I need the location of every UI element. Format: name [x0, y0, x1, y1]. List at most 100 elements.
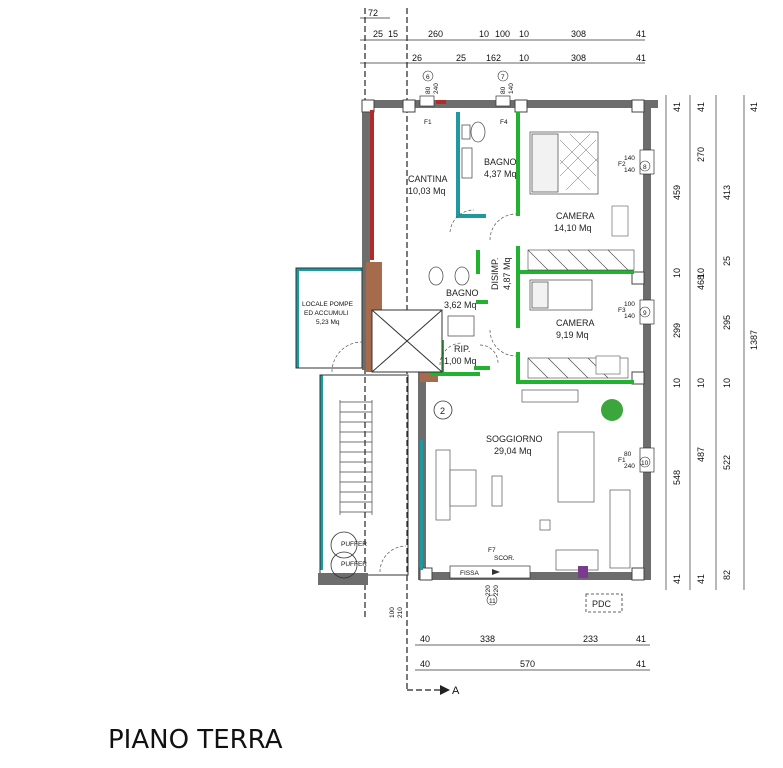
room-area-bagno2: 3,62 Mq: [444, 300, 477, 310]
room-name-camera2: CAMERA: [556, 318, 595, 328]
svg-text:10: 10: [672, 378, 682, 388]
room-name-camera1: CAMERA: [556, 211, 595, 221]
room-area-bagno1: 4,37 Mq: [484, 169, 517, 179]
bottom-dimension-lines: [415, 644, 650, 671]
fixed-panel-label: FISSA: [460, 570, 479, 577]
room-name-soggiorno: SOGGIORNO: [486, 434, 543, 444]
room-area-rip: 1,00 Mq: [444, 356, 477, 366]
room-name-bagno2: BAGNO: [446, 288, 479, 298]
wall-corners: [361, 99, 645, 581]
dim-bottom-r2-41: 41: [636, 659, 646, 669]
desks: [595, 205, 629, 375]
room-name-rip: RIP.: [454, 344, 470, 354]
kitchen-appliance: [578, 566, 588, 578]
wardrobe-1: [527, 249, 635, 271]
svg-text:295: 295: [722, 315, 732, 330]
window-f3-h: 140: [624, 313, 635, 320]
dim-top-r1-25: 25: [373, 29, 383, 39]
right-dims-col1: 41 459 10 299 10 548 41: [672, 102, 682, 584]
puffer-label-1: PUFFER: [341, 541, 367, 548]
svg-text:468: 468: [696, 275, 706, 290]
window-f4-size: 80 140: [500, 83, 515, 94]
dim-top-r1-260: 260: [428, 29, 443, 39]
svg-text:413: 413: [722, 185, 732, 200]
svg-text:240: 240: [433, 83, 440, 94]
window-f1r-w: 80: [624, 451, 632, 458]
svg-text:80: 80: [500, 86, 507, 94]
right-dimension-lines: [665, 95, 745, 590]
window-num-9: 9: [643, 310, 647, 317]
svg-text:10: 10: [696, 268, 706, 278]
room-name-disimp: DISIMP.: [490, 258, 500, 290]
right-dims-col3: 413 25 295 10 522 82: [722, 185, 732, 580]
window-f1r-h: 240: [624, 463, 635, 470]
room-area-disimp: 4,87 Mq: [502, 257, 512, 290]
dim-bottom-r1-40: 40: [420, 634, 430, 644]
svg-text:10: 10: [696, 378, 706, 388]
dim-bottom-r1-41: 41: [636, 634, 646, 644]
stair-number: 2: [440, 406, 445, 416]
puffer-tank-2: [330, 551, 358, 579]
window-f2: F2: [618, 161, 626, 168]
room-area-soggiorno: 29,04 Mq: [494, 446, 532, 456]
window-f7-size: 220 220: [485, 585, 500, 596]
svg-text:487: 487: [696, 447, 706, 462]
svg-text:82: 82: [722, 570, 732, 580]
dim-top-r2-162: 162: [486, 53, 501, 63]
svg-text:41: 41: [672, 574, 682, 584]
stair-number-circle: [433, 400, 453, 420]
svg-text:270: 270: [696, 147, 706, 162]
svg-text:10: 10: [672, 268, 682, 278]
room-area-camera1: 14,10 Mq: [554, 223, 592, 233]
pdc-label: PDC: [592, 599, 612, 609]
right-dims-col4: 41 1387: [749, 102, 759, 350]
window-num-10: 10: [641, 460, 649, 467]
svg-text:10: 10: [722, 378, 732, 388]
dim-top-r2-26: 26: [412, 53, 422, 63]
svg-text:41: 41: [672, 102, 682, 112]
puffer-label-2: PUFFER: [341, 561, 367, 568]
door-swings: [331, 209, 517, 573]
dim-bottom-r1-338: 338: [480, 634, 495, 644]
window-num-6: 6: [426, 74, 430, 81]
svg-text:25: 25: [722, 256, 732, 266]
window-f4: F4: [500, 119, 508, 126]
dim-top-r1-15: 15: [388, 29, 398, 39]
svg-text:1387: 1387: [749, 330, 759, 350]
dim-bottom-r1-233: 233: [583, 634, 598, 644]
room-name-cantina: CANTINA: [408, 174, 448, 184]
dim-top-r1-41: 41: [636, 29, 646, 39]
puffer-tank-1: [330, 531, 358, 559]
svg-text:41: 41: [696, 102, 706, 112]
section-arrow-icon: [440, 685, 450, 695]
window-f2-w: 140: [624, 155, 635, 162]
window-markers: [419, 95, 655, 579]
dim-top-r2-41: 41: [636, 53, 646, 63]
page-title: PIANO TERRA: [108, 725, 283, 755]
svg-text:459: 459: [672, 185, 682, 200]
window-f7: F7: [488, 547, 496, 554]
svg-text:299: 299: [672, 323, 682, 338]
room-name2-locale: ED ACCUMULI: [304, 310, 349, 317]
right-dims-col2: 41 270 10 468 10 487 41: [696, 102, 706, 584]
bed-1: [529, 131, 599, 195]
svg-text:41: 41: [696, 574, 706, 584]
window-f1-right: F1: [618, 457, 626, 464]
room-area-cantina: 10,03 Mq: [408, 186, 446, 196]
sliding-door-label: SCOR.: [494, 555, 515, 562]
svg-text:522: 522: [722, 455, 732, 470]
svg-text:140: 140: [508, 83, 515, 94]
svg-text:80: 80: [425, 86, 432, 94]
svg-text:220: 220: [493, 585, 500, 596]
svg-text:41: 41: [749, 102, 759, 112]
svg-text:210: 210: [397, 607, 404, 618]
pump-room-corner: [318, 573, 368, 585]
dim-top-r1-100: 100: [495, 29, 510, 39]
room-area-locale: 5,23 Mq: [316, 319, 340, 326]
plant-icon: [601, 399, 623, 421]
svg-text:220: 220: [485, 585, 492, 596]
dim-top-r2-25: 25: [456, 53, 466, 63]
dim-bottom-r2-40: 40: [420, 659, 430, 669]
room-name-bagno1: BAGNO: [484, 157, 517, 167]
